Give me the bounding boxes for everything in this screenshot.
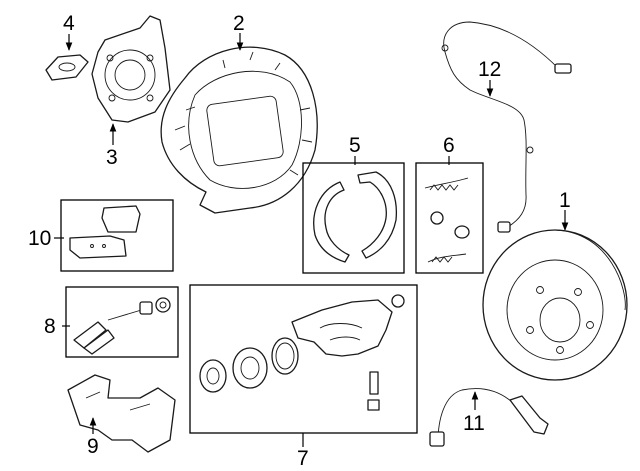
part-3-support-housing[interactable] — [91, 15, 171, 123]
callout-12: 12 — [478, 58, 501, 81]
part-1-brake-rotor[interactable] — [482, 229, 628, 381]
callout-8: 8 — [44, 315, 56, 338]
callout-7: 7 — [297, 447, 309, 470]
callout-1: 1 — [559, 189, 571, 212]
part-6-hardware-springs[interactable] — [424, 177, 470, 263]
part-5-parking-brake-shoes[interactable] — [313, 171, 398, 263]
callout-2: 2 — [233, 12, 245, 35]
part-8-box — [65, 286, 179, 358]
callout-11: 11 — [463, 412, 485, 435]
part-2-dust-shield[interactable] — [160, 46, 318, 214]
callout-3: 3 — [106, 146, 118, 169]
callout-10: 10 — [28, 227, 51, 250]
leader-lines — [54, 33, 569, 447]
part-5-box — [302, 162, 405, 274]
part-10-brake-pads[interactable] — [69, 205, 141, 259]
part-9-caliper-bracket[interactable] — [67, 374, 176, 453]
part-12-sensor-harness[interactable] — [441, 21, 572, 233]
callout-4: 4 — [63, 12, 75, 35]
callout-6: 6 — [443, 134, 455, 157]
callout-9: 9 — [87, 435, 99, 458]
part-8-pad-hardware[interactable] — [73, 297, 171, 355]
part-4-bracket[interactable] — [45, 54, 89, 81]
part-7-caliper-assembly[interactable] — [199, 294, 405, 411]
part-11-brake-hose[interactable] — [429, 388, 549, 447]
callout-5: 5 — [349, 134, 361, 157]
part-10-box — [60, 199, 174, 272]
